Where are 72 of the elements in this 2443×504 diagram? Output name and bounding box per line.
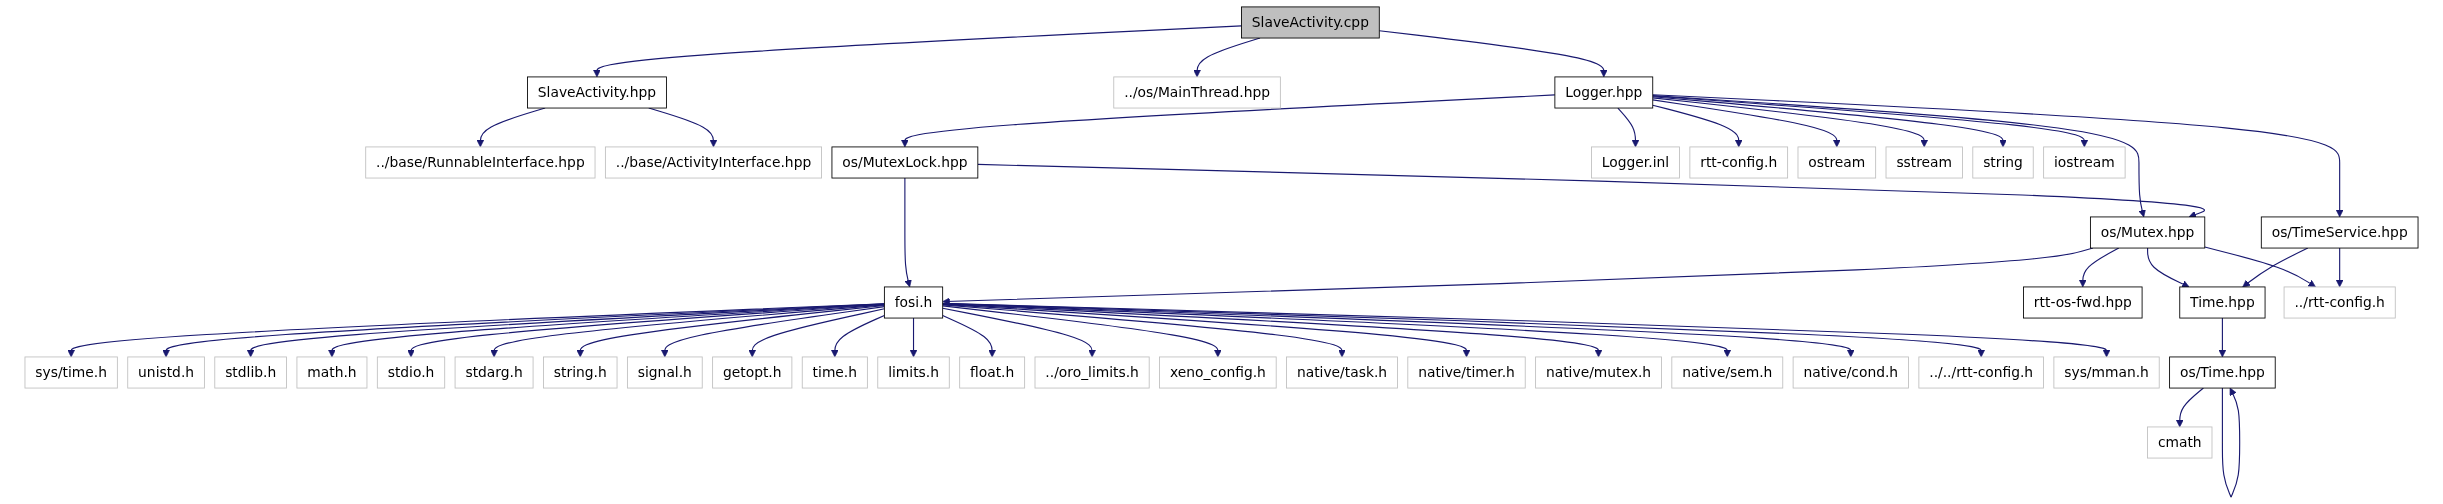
arrow xyxy=(1378,30,1608,78)
node-box: os/Mutex.hpp xyxy=(2090,216,2206,249)
arrow xyxy=(942,303,1603,358)
arrow xyxy=(2335,247,2344,288)
arrow xyxy=(748,308,885,358)
node-box: ../os/MainThread.hpp xyxy=(1113,76,1281,109)
node-box: ostream xyxy=(1797,146,1877,179)
node-box: time.h xyxy=(801,356,868,389)
node-box: SlaveActivity.hpp xyxy=(527,76,667,109)
node-box: getopt.h xyxy=(712,356,793,389)
arrow xyxy=(1617,107,1640,148)
node-box: ../base/ActivityInterface.hpp xyxy=(605,146,822,179)
node-box: Logger.inl xyxy=(1591,146,1680,179)
arrow xyxy=(2204,246,2316,288)
node-box: os/TimeService.hpp xyxy=(2260,216,2419,249)
arrow xyxy=(1652,94,2344,218)
arrow xyxy=(2221,387,2241,498)
node-box: sstream xyxy=(1885,146,1963,179)
arrow xyxy=(942,314,996,358)
arrow xyxy=(1652,104,1743,148)
node-box: rtt-os-fwd.hpp xyxy=(2023,286,2143,319)
arrow xyxy=(831,314,885,358)
node-box: string.h xyxy=(543,356,618,389)
arrow xyxy=(2175,387,2204,428)
node-box: Time.hpp xyxy=(2179,286,2266,319)
node-box: xeno_config.h xyxy=(1159,356,1277,389)
node-box: float.h xyxy=(959,356,1026,389)
arrow xyxy=(2218,317,2227,358)
node-box: ../base/RunnableInterface.hpp xyxy=(365,146,596,179)
node-box: iostream xyxy=(2043,146,2126,179)
arrow xyxy=(942,307,1096,358)
node-box: stdarg.h xyxy=(454,356,534,389)
node-box: os/Time.hpp xyxy=(2169,356,2276,389)
node-box: native/sem.h xyxy=(1671,356,1784,389)
arrow xyxy=(901,94,1556,148)
node-box: native/timer.h xyxy=(1407,356,1526,389)
node-box: os/MutexLock.hpp xyxy=(831,146,979,179)
node-box: Logger.hpp xyxy=(1554,76,1654,109)
arrow xyxy=(904,177,912,288)
node-box: sys/mman.h xyxy=(2053,356,2160,389)
node-box: ../rtt-config.h xyxy=(2283,286,2396,319)
node-box: native/mutex.h xyxy=(1535,356,1662,389)
arrow xyxy=(2147,247,2190,288)
arrow xyxy=(942,303,1471,358)
node-box: string xyxy=(1972,146,2034,179)
node-box: sys/time.h xyxy=(24,356,118,389)
arrow xyxy=(576,305,885,358)
node-box: ../../rtt-config.h xyxy=(1918,356,2044,389)
arrow xyxy=(942,305,1222,358)
arrow xyxy=(942,304,1346,358)
node-box: ../oro_limits.h xyxy=(1034,356,1150,389)
arrow xyxy=(1652,99,1841,148)
node-box: fosi.h xyxy=(883,286,944,319)
arrow xyxy=(1652,96,2007,148)
node-box: math.h xyxy=(296,356,368,389)
node-box: signal.h xyxy=(627,356,703,389)
arrow xyxy=(1652,97,1928,148)
arrow xyxy=(490,304,885,358)
node-box: unistd.h xyxy=(127,356,205,389)
node-box: rtt-config.h xyxy=(1689,146,1789,179)
arrow xyxy=(909,317,918,358)
arrow xyxy=(661,306,885,358)
arrow xyxy=(593,25,1242,78)
arrow xyxy=(1652,95,2146,218)
node-box: stdio.h xyxy=(376,356,446,389)
node-box: native/cond.h xyxy=(1792,356,1909,389)
node-box: SlaveActivity.cpp xyxy=(1241,6,1380,39)
node-box: limits.h xyxy=(877,356,950,389)
node-box: native/task.h xyxy=(1286,356,1398,389)
node-box: cmath xyxy=(2147,426,2213,459)
node-box: stdlib.h xyxy=(214,356,287,389)
arrow xyxy=(1652,95,2089,148)
